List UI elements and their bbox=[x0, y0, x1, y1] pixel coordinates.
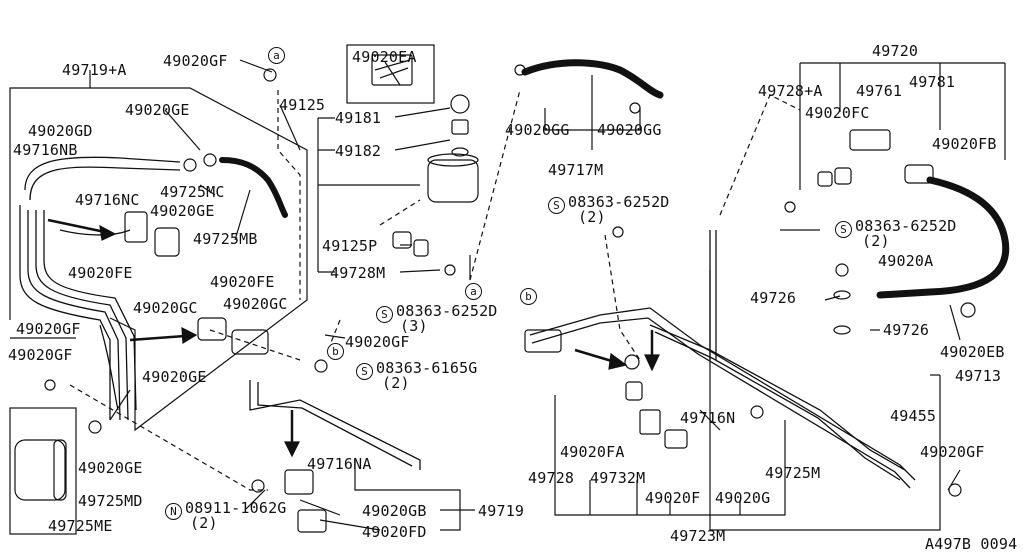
label-49020GE: 49020GE bbox=[125, 101, 190, 119]
label-49732M: 49732M bbox=[590, 469, 646, 487]
bolt-code: 08363-6252D bbox=[568, 193, 670, 211]
nut-code: 08911-1062G bbox=[185, 499, 287, 517]
label-49020GF-2: 49020GF bbox=[16, 320, 81, 338]
label-49725MB: 49725MB bbox=[193, 230, 258, 248]
label-49020GE-3: 49020GE bbox=[142, 368, 207, 386]
label-49719A: 49719+A bbox=[62, 61, 127, 79]
label-49020GD: 49020GD bbox=[28, 122, 93, 140]
label-49020GF-3: 49020GF bbox=[345, 333, 410, 351]
nut-qty-5: (2) bbox=[190, 514, 218, 532]
bolt-qty-3: (3) bbox=[400, 317, 428, 335]
box-49020EA bbox=[346, 44, 435, 104]
bolt-code: 08363-6252D bbox=[396, 302, 498, 320]
ref-b-left: b bbox=[327, 340, 347, 360]
label-49020GF-5: 49020GF bbox=[920, 443, 985, 461]
label-49020GF-4: 49020GF bbox=[8, 346, 73, 364]
label-49723M: 49723M bbox=[670, 527, 726, 545]
label-49020A: 49020A bbox=[878, 252, 934, 270]
label-49726: 49726 bbox=[750, 289, 797, 307]
label-49713: 49713 bbox=[955, 367, 1002, 385]
label-49716N: 49716N bbox=[680, 409, 736, 427]
label-49725ME: 49725ME bbox=[48, 517, 113, 535]
label-49020GG-1: 49020GG bbox=[505, 121, 570, 139]
ref-a-mid: a bbox=[465, 280, 485, 300]
frame-49719A bbox=[9, 87, 308, 432]
label-49726-2: 49726 bbox=[883, 321, 930, 339]
label-49020FA: 49020FA bbox=[560, 443, 625, 461]
label-49020GC-2: 49020GC bbox=[223, 295, 288, 313]
label-49020GF: 49020GF bbox=[163, 52, 228, 70]
screw-symbol: S bbox=[376, 306, 393, 323]
ref-a-top: a bbox=[268, 44, 288, 64]
diagram-code: A497B 0094 bbox=[925, 535, 1018, 553]
label-49020GE-2: 49020GE bbox=[150, 202, 215, 220]
label-49720: 49720 bbox=[872, 42, 919, 60]
label-49020EB: 49020EB bbox=[940, 343, 1005, 361]
bolt-qty-4: (2) bbox=[382, 374, 410, 392]
label-49781: 49781 bbox=[909, 73, 956, 91]
label-49725MC: 49725MC bbox=[160, 183, 225, 201]
label-49125P: 49125P bbox=[322, 237, 378, 255]
bolt-code: 08363-6165G bbox=[376, 359, 478, 377]
label-49020FE: 49020FE bbox=[68, 264, 133, 282]
inset-box-49725 bbox=[9, 407, 77, 535]
label-49761: 49761 bbox=[856, 82, 903, 100]
label-49020G: 49020G bbox=[715, 489, 771, 507]
label-49020GC: 49020GC bbox=[133, 299, 198, 317]
label-49182: 49182 bbox=[335, 142, 382, 160]
label-49716NB: 49716NB bbox=[13, 141, 78, 159]
label-49020FB: 49020FB bbox=[932, 135, 997, 153]
ref-b-right: b bbox=[520, 285, 540, 305]
label-49719: 49719 bbox=[478, 502, 525, 520]
label-49728A: 49728+A bbox=[758, 82, 823, 100]
label-49181: 49181 bbox=[335, 109, 382, 127]
nut-symbol: N bbox=[165, 503, 182, 520]
label-49716NA: 49716NA bbox=[307, 455, 372, 473]
label-49020FE-2: 49020FE bbox=[210, 273, 275, 291]
label-49020F: 49020F bbox=[645, 489, 701, 507]
label-49125: 49125 bbox=[279, 96, 326, 114]
label-49020GG-2: 49020GG bbox=[597, 121, 662, 139]
label-49020GB: 49020GB bbox=[362, 502, 427, 520]
label-49020FD: 49020FD bbox=[362, 523, 427, 541]
label-49455: 49455 bbox=[890, 407, 937, 425]
bolt-code: 08363-6252D bbox=[855, 217, 957, 235]
label-49728: 49728 bbox=[528, 469, 575, 487]
label-49717M: 49717M bbox=[548, 161, 604, 179]
label-49716NC: 49716NC bbox=[75, 191, 140, 209]
label-49020FC: 49020FC bbox=[805, 104, 870, 122]
label-49725M: 49725M bbox=[765, 464, 821, 482]
bolt-qty-1: (2) bbox=[578, 208, 606, 226]
screw-symbol: S bbox=[356, 363, 373, 380]
label-49020GE-4: 49020GE bbox=[78, 459, 143, 477]
label-49728M: 49728M bbox=[330, 264, 386, 282]
bolt-qty-2: (2) bbox=[862, 232, 890, 250]
label-49725MD: 49725MD bbox=[78, 492, 143, 510]
label-49020EA: 49020EA bbox=[352, 48, 417, 66]
screw-symbol: S bbox=[548, 197, 565, 214]
screw-symbol: S bbox=[835, 221, 852, 238]
